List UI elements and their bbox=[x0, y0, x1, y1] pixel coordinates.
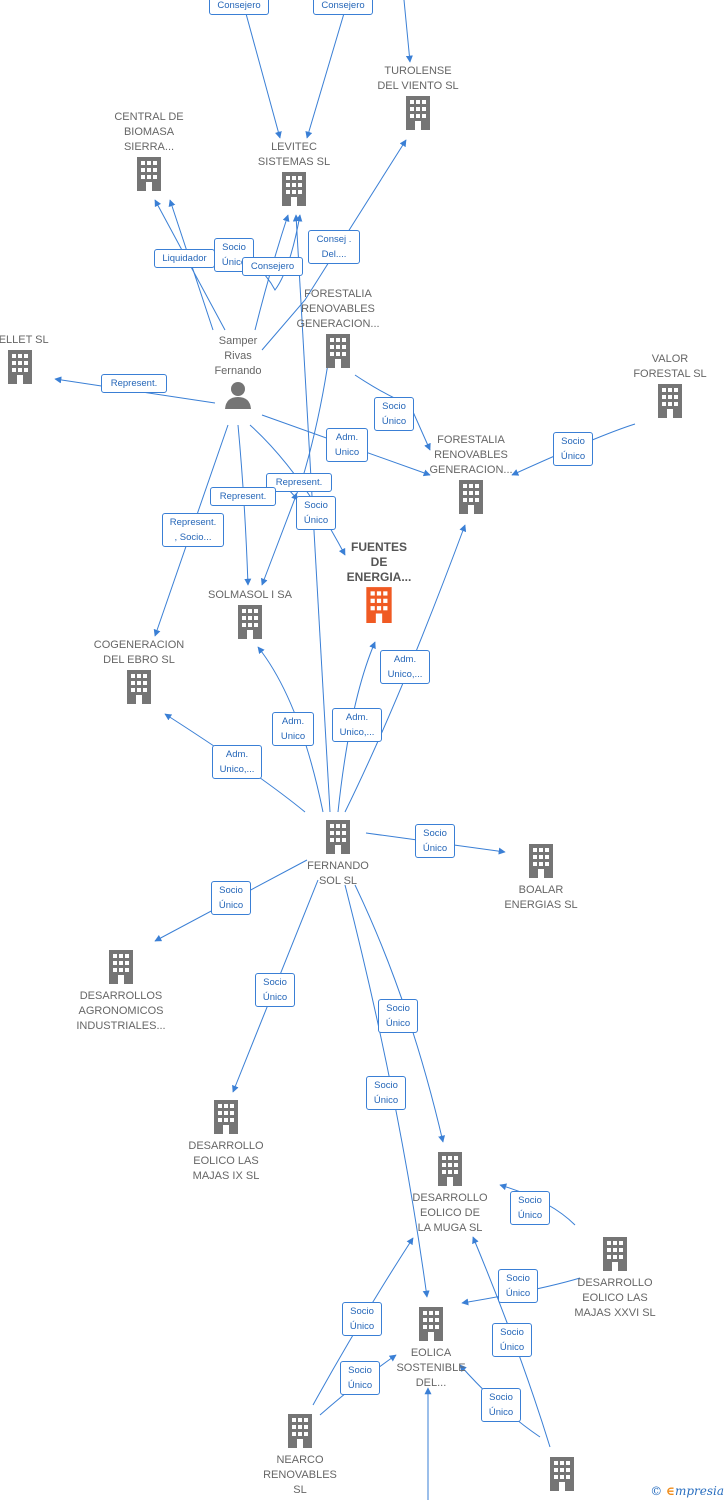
edge-label[interactable]: Socio Único bbox=[374, 397, 414, 431]
node-boalar[interactable]: BOALAR ENERGIAS SL bbox=[493, 842, 589, 913]
edge-label[interactable]: Socio Único bbox=[510, 1191, 550, 1225]
node-label: Samper Rivas Fernando bbox=[214, 335, 262, 377]
node-fuentes-de-energia[interactable]: FUENTES DE ENERGIA... bbox=[331, 540, 427, 628]
node-label: DESARROLLO EOLICO LAS MAJAS IX SL bbox=[188, 1140, 264, 1182]
node-desarrollos-agronomicos[interactable]: DESARROLLOS AGRONOMICOS INDUSTRIALES... bbox=[66, 948, 176, 1034]
building-icon bbox=[214, 1100, 238, 1134]
node-fernando-sol[interactable]: FERNANDO SOL SL bbox=[291, 818, 385, 889]
node-bottom-cut[interactable] bbox=[532, 1455, 592, 1496]
edge-label[interactable]: Adm. Unico,... bbox=[212, 745, 262, 779]
edge-label[interactable]: Liquidador bbox=[154, 249, 215, 268]
node-forestalia-1[interactable]: FORESTALIA RENOVABLES GENERACION... bbox=[288, 287, 388, 373]
node-label: EOLICA SOSTENIBLE DEL... bbox=[396, 1347, 466, 1389]
node-label: FORESTALIA RENOVABLES GENERACION... bbox=[296, 288, 380, 330]
building-icon bbox=[8, 350, 32, 384]
edge-label[interactable]: Consejero bbox=[242, 257, 303, 276]
node-levitec[interactable]: LEVITEC SISTEMAS SL bbox=[244, 140, 344, 211]
edge-label[interactable]: Adm. Unico bbox=[272, 712, 314, 746]
node-label: COGENERACION DEL EBRO SL bbox=[93, 639, 185, 666]
edge-label[interactable]: Socio Único bbox=[378, 999, 418, 1033]
building-icon bbox=[326, 820, 350, 854]
edge-label[interactable]: Socio Único bbox=[342, 1302, 382, 1336]
edge-label[interactable]: Socio Único bbox=[481, 1388, 521, 1422]
edge-label[interactable]: Socio Único bbox=[553, 432, 593, 466]
empresia-logo-name: mpresia bbox=[674, 1484, 724, 1498]
copyright-symbol: © bbox=[650, 1484, 663, 1498]
edge-label[interactable]: Represent. bbox=[210, 487, 276, 506]
node-pellet[interactable]: PELLET SL bbox=[0, 333, 60, 389]
empresia-brand[interactable]: © ∈mpresia bbox=[650, 1484, 724, 1498]
edge-label[interactable]: Socio Único bbox=[255, 973, 295, 1007]
node-nearco[interactable]: NEARCO RENOVABLES SL bbox=[250, 1412, 350, 1498]
node-label: TUROLENSE DEL VIENTO SL bbox=[377, 65, 459, 92]
building-icon bbox=[550, 1457, 574, 1491]
edge-label[interactable]: Adm. Unico,... bbox=[380, 650, 430, 684]
node-label: FERNANDO SOL SL bbox=[307, 860, 369, 887]
building-icon-highlighted bbox=[366, 587, 392, 623]
edge-label[interactable]: Socio Único bbox=[415, 824, 455, 858]
node-eolica-sostenible[interactable]: EOLICA SOSTENIBLE DEL... bbox=[384, 1305, 478, 1391]
edge-label[interactable]: Represent. bbox=[101, 374, 167, 393]
node-label: CENTRAL DE BIOMASA SIERRA... bbox=[114, 111, 184, 153]
edge-label[interactable]: Socio Único bbox=[498, 1269, 538, 1303]
node-valor-forestal[interactable]: VALOR FORESTAL SL bbox=[622, 352, 718, 423]
edge-label[interactable]: Socio Único bbox=[296, 496, 336, 530]
edge-label[interactable]: Represent. bbox=[266, 473, 332, 492]
building-icon bbox=[109, 950, 133, 984]
empresia-logo-e: ∈ bbox=[666, 1484, 675, 1498]
building-icon bbox=[603, 1237, 627, 1271]
node-label: SOLMASOL I SA bbox=[208, 589, 292, 601]
node-label: LEVITEC SISTEMAS SL bbox=[257, 141, 331, 168]
node-label: FORESTALIA RENOVABLES GENERACION... bbox=[429, 434, 513, 476]
node-label: BOALAR ENERGIAS SL bbox=[504, 884, 578, 911]
node-majas-xxvi[interactable]: DESARROLLO EOLICO LAS MAJAS XXVI SL bbox=[565, 1235, 665, 1321]
node-label: VALOR FORESTAL SL bbox=[633, 353, 707, 380]
node-majas-ix[interactable]: DESARROLLO EOLICO LAS MAJAS IX SL bbox=[176, 1098, 276, 1184]
edge-label[interactable]: Adm. Unico,... bbox=[332, 708, 382, 742]
person-icon bbox=[225, 382, 251, 409]
building-icon bbox=[406, 96, 430, 130]
edge-label[interactable]: Adm. Unico bbox=[326, 428, 368, 462]
building-icon bbox=[137, 157, 161, 191]
node-label: PELLET SL bbox=[0, 334, 49, 346]
node-samper-person[interactable]: Samper Rivas Fernando bbox=[198, 334, 278, 416]
node-cogeneracion[interactable]: COGENERACION DEL EBRO SL bbox=[84, 638, 194, 709]
building-icon bbox=[438, 1152, 462, 1186]
building-icon bbox=[288, 1414, 312, 1448]
node-label: FUENTES DE ENERGIA... bbox=[346, 540, 412, 584]
edge-label[interactable]: Represent. , Socio... bbox=[162, 513, 224, 547]
edge-label[interactable]: Socio Único bbox=[492, 1323, 532, 1357]
edge-label[interactable]: Consej . Del.... bbox=[308, 230, 360, 264]
node-label: NEARCO RENOVABLES SL bbox=[263, 1454, 337, 1496]
node-label: DESARROLLOS AGRONOMICOS INDUSTRIALES... bbox=[76, 990, 166, 1032]
edge-label[interactable]: Socio Único bbox=[366, 1076, 406, 1110]
edge-label[interactable]: Socio Único bbox=[211, 881, 251, 915]
edge-label[interactable]: Consejero bbox=[313, 0, 373, 15]
building-icon bbox=[459, 480, 483, 514]
node-label: DESARROLLO EOLICO DE LA MUGA SL bbox=[412, 1192, 488, 1234]
node-label: DESARROLLO EOLICO LAS MAJAS XXVI SL bbox=[574, 1277, 656, 1319]
edge-label[interactable]: Socio Único bbox=[340, 1361, 380, 1395]
node-turolense[interactable]: TUROLENSE DEL VIENTO SL bbox=[368, 64, 468, 135]
node-central-biomasa[interactable]: CENTRAL DE BIOMASA SIERRA... bbox=[99, 110, 199, 196]
node-la-muga[interactable]: DESARROLLO EOLICO DE LA MUGA SL bbox=[400, 1150, 500, 1236]
building-icon bbox=[127, 670, 151, 704]
node-solmasol[interactable]: SOLMASOL I SA bbox=[195, 588, 305, 644]
building-icon bbox=[529, 844, 553, 878]
edge-label[interactable]: Socio Único bbox=[214, 238, 254, 272]
building-icon bbox=[419, 1307, 443, 1341]
building-icon bbox=[658, 384, 682, 418]
node-forestalia-2[interactable]: FORESTALIA RENOVABLES GENERACION... bbox=[421, 433, 521, 519]
building-icon bbox=[238, 605, 262, 639]
building-icon bbox=[282, 172, 306, 206]
edge-label[interactable]: Consejero bbox=[209, 0, 269, 15]
building-icon bbox=[326, 334, 350, 368]
